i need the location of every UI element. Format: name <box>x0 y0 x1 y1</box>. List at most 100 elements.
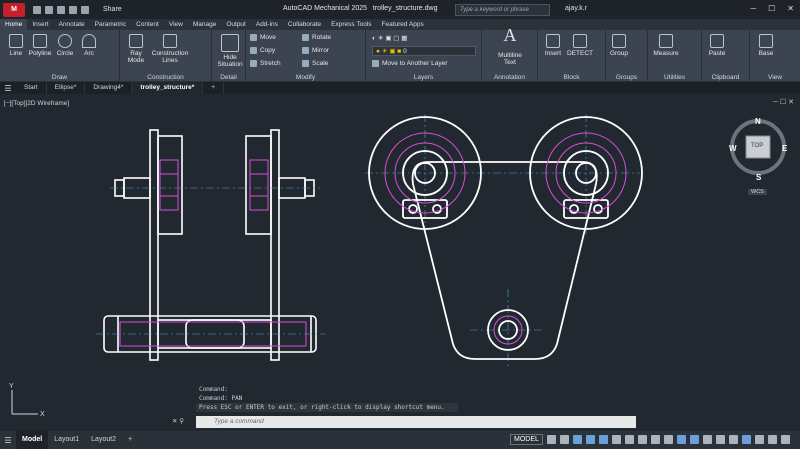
copy-tool[interactable]: Copy <box>250 47 275 54</box>
clean-screen-icon[interactable] <box>767 435 777 444</box>
layer-dropdown[interactable]: ● ☀ ▣ ■ 0 <box>372 46 476 56</box>
wcs-menu[interactable]: WCS <box>748 189 767 195</box>
command-input[interactable]: ✕ ⚲ Type a command <box>172 416 636 428</box>
tab-insert[interactable]: Insert <box>32 21 49 28</box>
circle-tool[interactable]: Circle <box>55 34 75 57</box>
tab-home[interactable]: Home <box>0 19 28 30</box>
scale-tool[interactable]: Scale <box>302 60 328 67</box>
tab-featured-apps[interactable]: Featured Apps <box>381 21 424 28</box>
tab-layout1[interactable]: Layout1 <box>54 436 80 443</box>
insert-block-tool[interactable]: Insert <box>540 34 566 57</box>
move-to-another-layer-tool[interactable]: Move to Another Layer <box>372 60 447 67</box>
tab-manage[interactable]: Manage <box>192 21 217 28</box>
compass-east[interactable]: E <box>782 144 788 153</box>
tab-collaborate[interactable]: Collaborate <box>287 21 322 28</box>
units-icon[interactable] <box>728 435 738 444</box>
drawing-canvas[interactable]: Y X <box>0 94 800 430</box>
panel-title-construction[interactable]: Construction <box>147 74 184 81</box>
isolate-objects-icon[interactable] <box>741 435 751 444</box>
arc-tool[interactable]: Arc <box>80 34 98 57</box>
panel-title-utilities[interactable]: Utilities <box>664 74 685 81</box>
minimize-icon[interactable]: ─ <box>750 4 757 13</box>
redo-icon[interactable] <box>81 5 89 14</box>
ortho-icon[interactable] <box>572 435 582 444</box>
layer-state-icons[interactable]: ◐ ☀ ▣ ▢ ▦ <box>372 35 408 42</box>
tab-parametric[interactable]: Parametric <box>94 21 127 28</box>
measure-tool[interactable]: Measure <box>650 34 682 57</box>
snap-icon[interactable] <box>559 435 569 444</box>
panel-title-annotation[interactable]: Annotation <box>493 74 526 81</box>
compass-south[interactable]: S <box>756 173 762 182</box>
viewport-window-controls[interactable]: ─ ☐ ✕ <box>773 99 794 106</box>
viewport-controls[interactable]: [−][Top][2D Wireframe] <box>4 100 70 107</box>
open-icon[interactable] <box>45 5 53 14</box>
doc-tab-trolley-structure[interactable]: trolley_structure* <box>132 82 204 94</box>
hide-situation-tool[interactable]: Hide Situation <box>216 34 244 68</box>
detect-tool[interactable]: DETECT <box>566 34 594 57</box>
undo-icon[interactable] <box>69 5 77 14</box>
osnap-icon[interactable] <box>598 435 608 444</box>
panel-title-clipboard[interactable]: Clipboard <box>711 74 740 81</box>
workspace-gear-icon[interactable] <box>702 435 712 444</box>
annotation-scale-icon[interactable] <box>689 435 699 444</box>
tab-model[interactable]: Model <box>16 431 49 449</box>
close-command-icon[interactable]: ✕ ⚲ <box>172 418 185 425</box>
panel-title-groups[interactable]: Groups <box>615 74 638 81</box>
model-space-button[interactable]: MODEL <box>510 434 543 445</box>
selection-cycling-icon[interactable] <box>650 435 660 444</box>
user-account[interactable]: ajay.k.r <box>565 5 588 12</box>
viewcube[interactable] <box>730 119 786 175</box>
tab-content[interactable]: Content <box>136 21 159 28</box>
panel-title-detail[interactable]: Detail <box>220 74 237 81</box>
ray-mode-tool[interactable]: Ray Mode <box>124 34 148 64</box>
panel-title-modify[interactable]: Modify <box>295 74 316 81</box>
tab-annotate[interactable]: Annotate <box>58 21 85 28</box>
stretch-tool[interactable]: Stretch <box>250 60 281 67</box>
search-input[interactable]: Type a keyword or phrase <box>455 4 550 16</box>
save-icon[interactable] <box>57 5 65 14</box>
tab-view[interactable]: View <box>168 21 183 28</box>
drawing-viewport[interactable]: [−][Top][2D Wireframe] ─ ☐ ✕ <box>0 94 800 430</box>
lineweight-icon[interactable] <box>624 435 634 444</box>
compass-north[interactable]: N <box>755 117 761 126</box>
tab-output[interactable]: Output <box>226 21 246 28</box>
customization-icon[interactable] <box>780 435 790 444</box>
polar-icon[interactable] <box>585 435 595 444</box>
construction-lines-tool[interactable]: Construction Lines <box>150 34 190 64</box>
add-layout-button[interactable]: + <box>128 436 133 443</box>
close-icon[interactable]: ✕ <box>787 4 794 13</box>
doc-tab-ellipse[interactable]: Ellipse* <box>47 82 86 94</box>
new-tab-button[interactable]: + <box>203 82 225 94</box>
panel-title-block[interactable]: Block <box>563 74 580 81</box>
line-tool[interactable]: Line <box>6 34 26 57</box>
new-icon[interactable] <box>33 5 41 14</box>
annotation-visibility-icon[interactable] <box>676 435 686 444</box>
grid-icon[interactable] <box>546 435 556 444</box>
rotate-tool[interactable]: Rotate <box>302 34 331 41</box>
viewcube-top[interactable]: TOP <box>751 143 764 149</box>
gizmo-icon[interactable] <box>663 435 673 444</box>
add-icon[interactable] <box>715 435 725 444</box>
mirror-tool[interactable]: Mirror <box>302 47 329 54</box>
compass-west[interactable]: W <box>729 144 737 153</box>
app-logo[interactable]: M <box>3 2 25 17</box>
share-button[interactable]: Share <box>103 6 122 13</box>
group-tool[interactable]: Group <box>608 34 630 57</box>
move-tool[interactable]: Move <box>250 34 276 41</box>
tab-express-tools[interactable]: Express Tools <box>331 21 372 28</box>
paste-tool[interactable]: Paste <box>704 34 730 57</box>
transparency-icon[interactable] <box>637 435 647 444</box>
base-view-tool[interactable]: Base <box>754 34 778 57</box>
tab-addins[interactable]: Add-ins <box>255 21 278 28</box>
maximize-icon[interactable]: ☐ <box>768 4 776 13</box>
polyline-tool[interactable]: Polyline <box>28 34 52 57</box>
doc-tab-drawing4[interactable]: Drawing4* <box>85 82 133 94</box>
panel-title-layers[interactable]: Layers <box>413 74 434 81</box>
doc-tab-start[interactable]: Start <box>16 82 47 94</box>
hardware-acceleration-icon[interactable] <box>754 435 764 444</box>
layout-menu-icon[interactable]: ☰ <box>4 435 12 445</box>
otrack-icon[interactable] <box>611 435 621 444</box>
tab-layout2[interactable]: Layout2 <box>91 436 117 443</box>
menu-icon[interactable]: ☰ <box>4 83 12 93</box>
